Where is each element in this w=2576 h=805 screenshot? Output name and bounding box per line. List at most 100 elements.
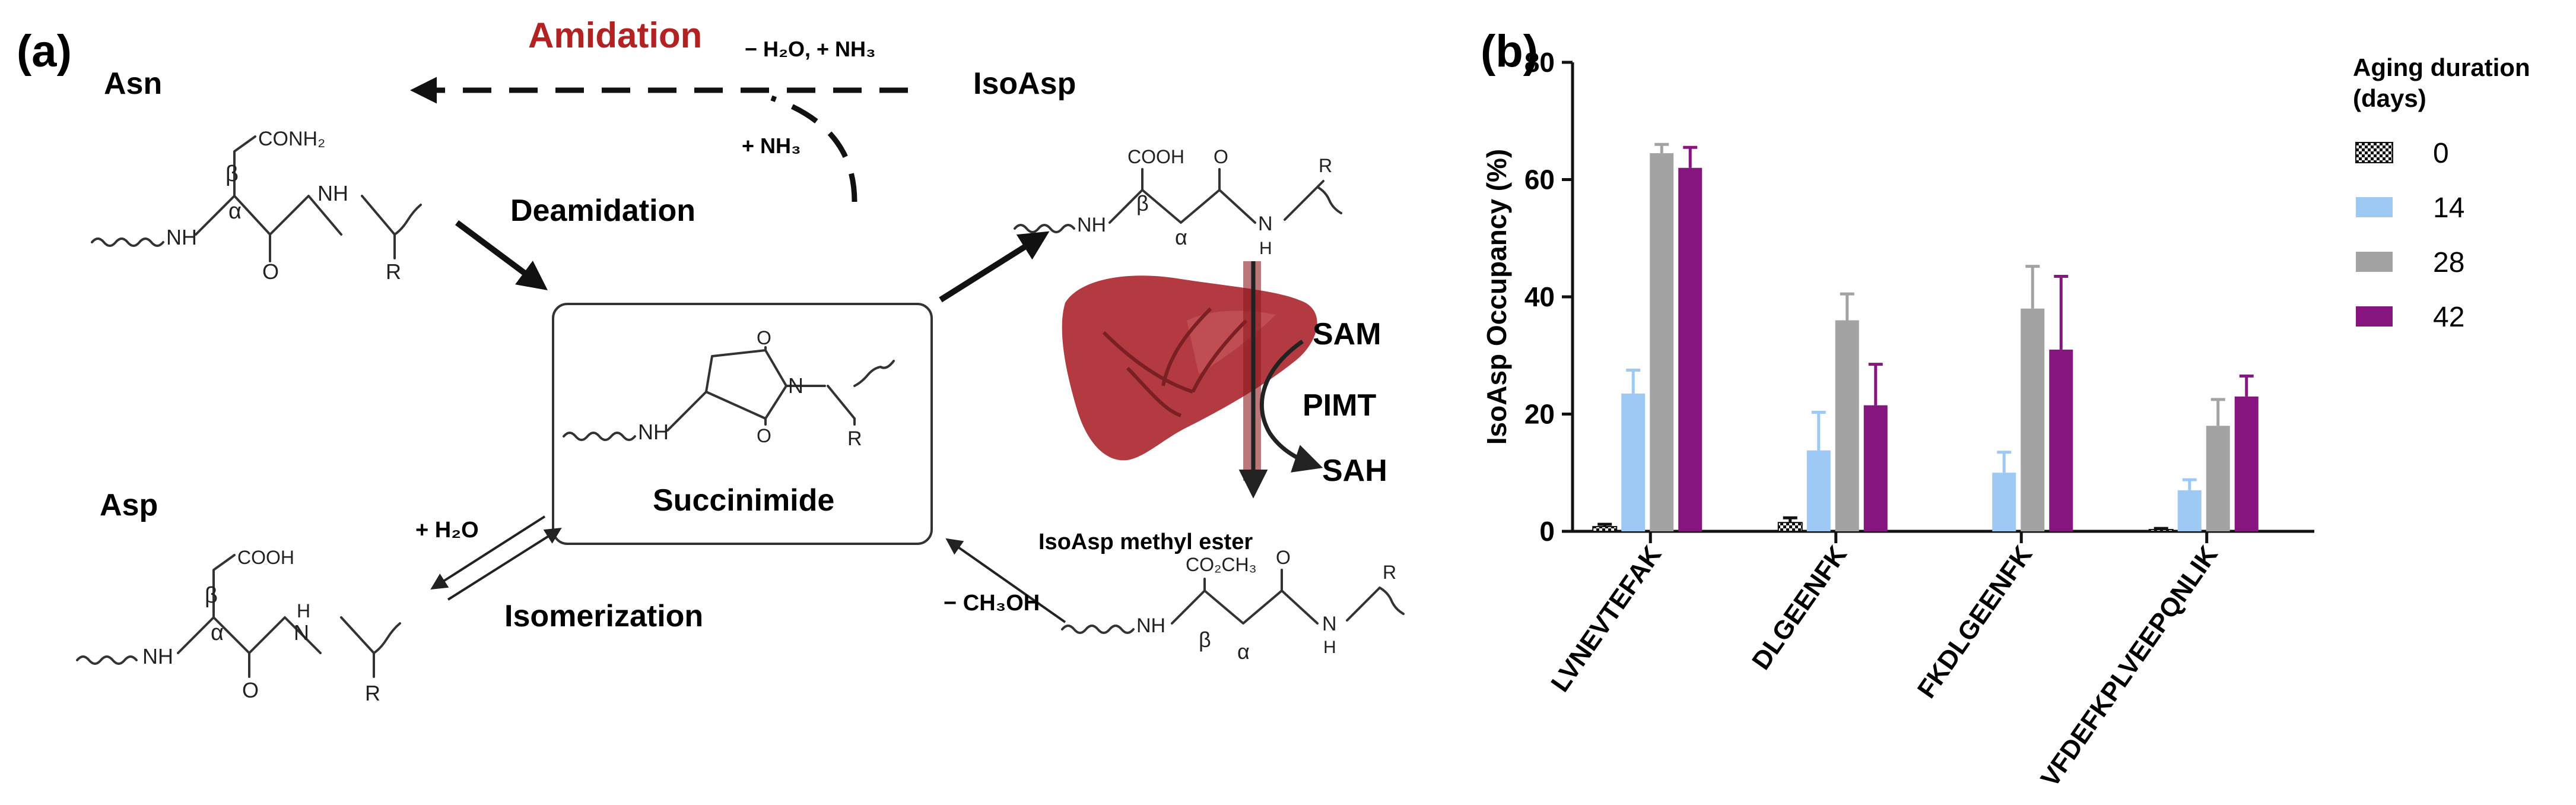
svg-text:NH: NH xyxy=(142,644,173,668)
legend-label-14: 14 xyxy=(2433,192,2464,224)
deamidation-label: Deamidation xyxy=(510,194,695,228)
svg-text:N: N xyxy=(1258,213,1273,235)
y-tick-label: 80 xyxy=(1524,47,1555,78)
amidation-condition: − H₂O, + NH₃ xyxy=(745,37,876,61)
bar-VFDEFKPLVEEPQNLIK-28 xyxy=(2206,426,2230,531)
amidation-branch-curve xyxy=(770,95,857,202)
bar-DLGEENFK-42 xyxy=(1863,405,1888,531)
legend: Aging duration (days) 0 14 28 42 xyxy=(2353,53,2530,333)
bar-DLGEENFK-28 xyxy=(1835,320,1859,531)
svg-text:O: O xyxy=(1276,547,1291,568)
succinimide-label: Succinimide xyxy=(653,483,834,518)
svg-text:α: α xyxy=(1237,639,1250,664)
x-tick-label: LVNEVTEFAK xyxy=(1545,540,1667,697)
svg-text:CO₂CH₃: CO₂CH₃ xyxy=(1186,554,1257,575)
isomerization-reverse-arrow xyxy=(447,528,562,601)
svg-text:H: H xyxy=(1259,239,1272,258)
svg-text:O: O xyxy=(1214,146,1228,167)
svg-text:β: β xyxy=(1136,191,1149,215)
succinimide-box xyxy=(552,303,933,545)
y-tick-label: 40 xyxy=(1524,281,1555,312)
svg-text:α: α xyxy=(228,199,242,224)
asp-label: Asp xyxy=(100,488,158,522)
svg-text:α: α xyxy=(1175,225,1187,249)
deamidation-arrow xyxy=(455,220,548,290)
nh3-plus-label: + NH₃ xyxy=(742,134,801,158)
x-tick-label: VFDEFKPLVEEPQNLIK xyxy=(2035,540,2224,792)
svg-text:COOH: COOH xyxy=(237,547,294,568)
svg-text:N: N xyxy=(1322,613,1337,635)
isoasp-structure: NH COOH β α O N H R xyxy=(1014,146,1342,258)
svg-text:NH: NH xyxy=(638,420,669,444)
pimt-label: PIMT xyxy=(1303,388,1376,423)
svg-text:β: β xyxy=(205,583,218,608)
x-tick-label: DLGEENFK xyxy=(1746,540,1853,675)
svg-text:O: O xyxy=(262,259,279,284)
isomerization-label: Isomerization xyxy=(504,599,703,633)
legend-swatch-0 xyxy=(2355,142,2393,163)
h2o-plus-label: + H₂O xyxy=(415,518,479,543)
svg-text:R: R xyxy=(1383,562,1396,583)
svg-text:O: O xyxy=(757,425,771,446)
y-tick-label: 0 xyxy=(1539,516,1555,547)
panel-b-label: (b) xyxy=(1481,26,1538,77)
svg-text:R: R xyxy=(1319,155,1332,176)
sam-sah-curve xyxy=(1259,340,1323,473)
bar-LVNEVTEFAK-42 xyxy=(1678,167,1702,531)
liver-illustration xyxy=(1062,261,1317,481)
x-tick-label: FKDLGEENFK xyxy=(1912,540,2038,703)
svg-text:NH: NH xyxy=(317,181,348,205)
panel-a-label: (a) xyxy=(17,26,72,77)
svg-text:α: α xyxy=(211,620,224,645)
svg-text:β: β xyxy=(225,161,239,186)
legend-title-line2: (days) xyxy=(2353,84,2426,112)
bar-DLGEENFK-0 xyxy=(1777,522,1803,532)
y-axis-label: IsoAsp Occupancy (%) xyxy=(1481,149,1512,445)
legend-label-0: 0 xyxy=(2433,138,2449,169)
sah-label: SAH xyxy=(1322,454,1387,488)
succinimide-structure: NH O O N R xyxy=(563,327,895,450)
svg-text:N: N xyxy=(294,620,309,645)
bar-FKDLGEENFK-28 xyxy=(2021,308,2045,531)
svg-text:COOH: COOH xyxy=(1127,146,1184,167)
svg-text:CONH₂: CONH₂ xyxy=(258,128,325,150)
legend-swatch-42 xyxy=(2356,306,2393,327)
bar-VFDEFKPLVEEPQNLIK-14 xyxy=(2177,490,2202,531)
svg-text:N: N xyxy=(788,373,803,398)
asn-label: Asn xyxy=(104,66,162,101)
isoasp-methyl-ester-label: IsoAsp methyl ester xyxy=(1038,530,1253,554)
y-tick-label: 60 xyxy=(1524,164,1555,195)
bar-LVNEVTEFAK-28 xyxy=(1650,153,1674,531)
svg-text:β: β xyxy=(1199,627,1211,652)
reaction-scheme: (a) Asn IsoAsp Asp Amidation − H₂O, + NH… xyxy=(17,15,1405,705)
svg-text:O: O xyxy=(757,327,771,348)
isomerization-forward-arrow xyxy=(430,515,546,590)
svg-text:R: R xyxy=(847,427,862,450)
svg-text:H: H xyxy=(1323,638,1336,657)
legend-swatch-28 xyxy=(2356,252,2393,272)
y-tick-label: 20 xyxy=(1524,399,1555,430)
legend-label-42: 42 xyxy=(2433,302,2464,333)
ch3oh-arrow xyxy=(945,538,1066,623)
svg-text:O: O xyxy=(242,678,259,702)
bar-FKDLGEENFK-42 xyxy=(2049,349,2073,531)
legend-swatch-14 xyxy=(2356,197,2393,217)
asn-structure: NH CONH₂ β α O NH R xyxy=(91,128,422,284)
svg-text:NH: NH xyxy=(166,225,197,249)
svg-text:NH: NH xyxy=(1077,214,1106,236)
isoasp-methyl-ester-structure: NH CO₂CH₃ β α O N H R xyxy=(1061,547,1405,664)
bar-FKDLGEENFK-14 xyxy=(1992,473,2016,531)
svg-text:R: R xyxy=(386,259,401,284)
sam-label: SAM xyxy=(1313,317,1381,351)
amidation-label: Amidation xyxy=(528,15,702,55)
asp-structure: NH COOH β α O H N R xyxy=(76,547,401,705)
svg-text:R: R xyxy=(365,681,380,705)
legend-title-line1: Aging duration xyxy=(2353,53,2530,81)
svg-text:H: H xyxy=(297,600,310,622)
to-isoasp-arrow xyxy=(939,231,1050,303)
bar-LVNEVTEFAK-0 xyxy=(1592,526,1618,532)
legend-label-28: 28 xyxy=(2433,247,2464,278)
bar-VFDEFKPLVEEPQNLIK-42 xyxy=(2234,396,2259,531)
